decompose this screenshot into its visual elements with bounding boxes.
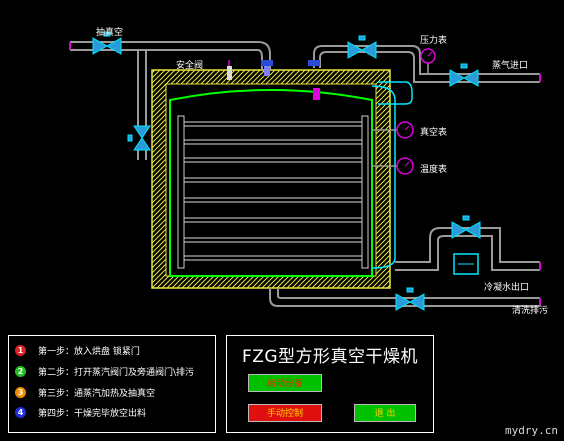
- step-2: 2 第二步：打开蒸汽阀门及旁通阀门\排污: [15, 365, 194, 379]
- drying-chamber: [169, 89, 373, 277]
- panel-title: FZG型方形真空干燥机: [241, 347, 419, 367]
- vacuum-gauge-icon: [396, 121, 414, 139]
- pressure-gauge-icon: [420, 48, 436, 64]
- steam-valve-top-icon: [347, 35, 377, 59]
- condensate-pipe: [269, 227, 541, 307]
- steam-inlet-label: 蒸气进口: [492, 61, 529, 71]
- step-3-text: 第三步：通蒸汽加热及抽真空: [38, 389, 156, 399]
- cleaning-drain-label: 清洗排污: [512, 306, 549, 316]
- step-4-badge: 4: [15, 407, 26, 418]
- steam-inlet-valve-icon: [449, 63, 479, 87]
- step-4-text: 第四步：干燥完毕放空出料: [38, 409, 147, 419]
- pressure-gauge-label: 压力表: [420, 36, 448, 46]
- step-1-text: 第一步：放入烘盘 锁紧门: [38, 347, 140, 357]
- step-3-badge: 3: [15, 387, 26, 398]
- manual-control-button[interactable]: 手动控制: [248, 404, 322, 422]
- exit-button[interactable]: 退 出: [354, 404, 416, 422]
- step-3: 3 第三步：通蒸汽加热及抽真空: [15, 386, 155, 400]
- condensate-outlet-label: 冷凝水出口: [484, 283, 530, 293]
- safety-valve-icon: [227, 60, 232, 80]
- vacuum-pipe: [69, 41, 271, 160]
- vacuum-gauge-label: 真空表: [420, 128, 448, 138]
- start-device-button[interactable]: 启动设备: [248, 374, 322, 392]
- safety-valve-label: 安全阀: [176, 61, 204, 71]
- step-1-badge: 1: [15, 345, 26, 356]
- top-flanges: [261, 60, 320, 100]
- drain-valve-icon: [395, 287, 425, 311]
- shelves: [177, 115, 369, 269]
- step-2-text: 第二步：打开蒸汽阀门及旁通阀门\排污: [38, 368, 195, 378]
- step-1: 1 第一步：放入烘盘 锁紧门: [15, 344, 140, 358]
- condensate-valve-icon: [451, 215, 481, 239]
- vacuum-valve-icon: [92, 31, 122, 55]
- steps-panel: 1 第一步：放入烘盘 锁紧门 2 第二步：打开蒸汽阀门及旁通阀门\排污 3 第三步：通…: [8, 335, 216, 433]
- vacuum-pump-label: 抽真空: [96, 28, 124, 38]
- thermometer-icon: [396, 157, 414, 175]
- jacket-loop: [371, 81, 413, 269]
- control-panel: FZG型方形真空干燥机 启动设备 手动控制 退 出: [226, 335, 434, 433]
- thermometer-label: 温度表: [420, 165, 448, 175]
- step-4: 4 第四步：干燥完毕放空出料: [15, 406, 146, 420]
- step-2-badge: 2: [15, 366, 26, 377]
- steam-pipe: [313, 45, 541, 83]
- watermark: mydry.cn: [505, 424, 558, 437]
- bypass-valve-icon: [127, 125, 151, 151]
- steam-trap-icon: [453, 253, 479, 275]
